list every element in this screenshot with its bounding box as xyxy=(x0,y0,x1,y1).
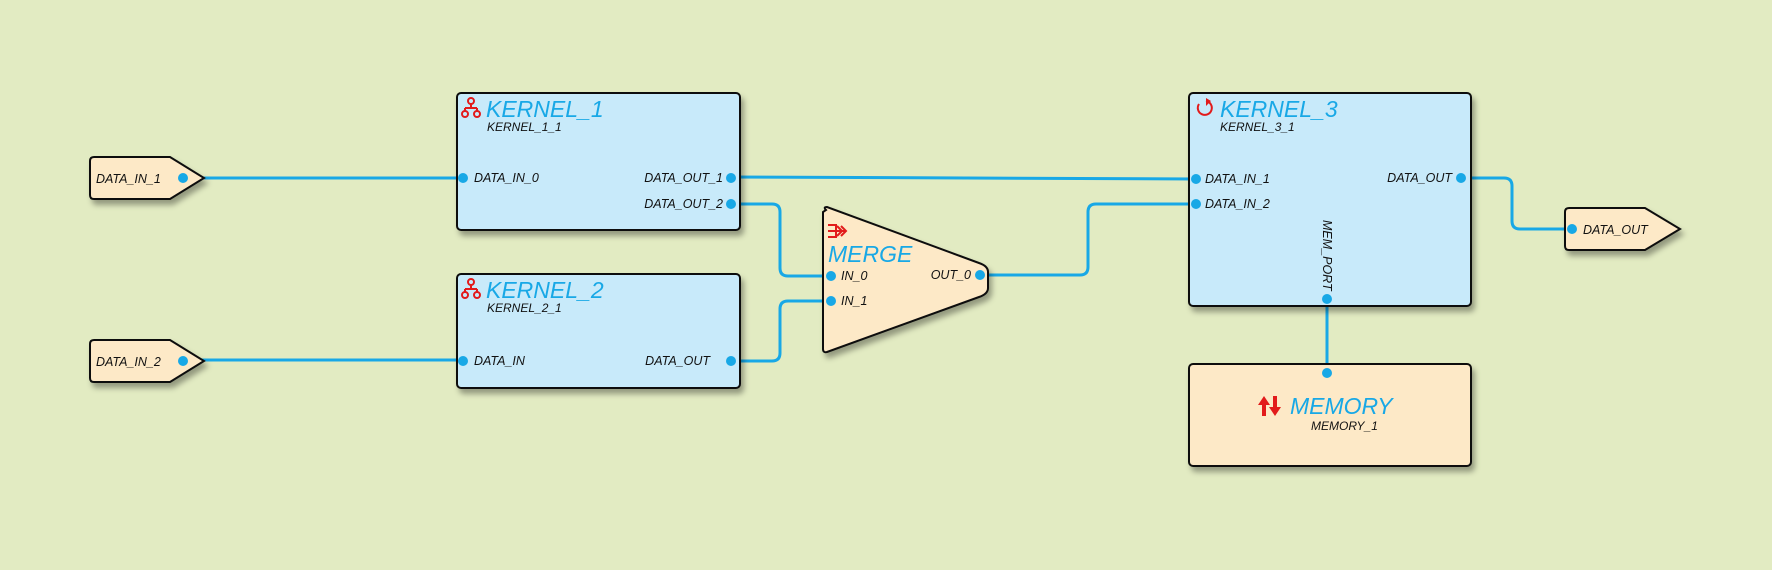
block-title: MEMORY xyxy=(1290,393,1394,419)
port-dot[interactable] xyxy=(178,356,188,366)
wire-kernel1-out2-to-merge-in0[interactable] xyxy=(731,202,831,278)
port-dot-data-in-1[interactable] xyxy=(1191,174,1201,184)
port-label: DATA_IN xyxy=(474,354,526,368)
merge-arrow-icon xyxy=(828,224,848,238)
block-title: KERNEL_3 xyxy=(1220,96,1338,122)
wires xyxy=(183,175,1572,373)
port-label: DATA_IN_2 xyxy=(1205,197,1270,211)
port-dot[interactable] xyxy=(1567,224,1577,234)
output-label: DATA_OUT xyxy=(1583,223,1649,237)
port-label: DATA_OUT_1 xyxy=(644,171,723,185)
input-label: DATA_IN_1 xyxy=(96,172,161,186)
port-label: DATA_OUT xyxy=(1387,171,1453,185)
block-instance: KERNEL_1_1 xyxy=(487,120,562,134)
port-dot[interactable] xyxy=(178,173,188,183)
kernel-2-block[interactable]: KERNEL_2 KERNEL_2_1 DATA_IN DATA_OUT xyxy=(456,273,741,389)
block-instance: KERNEL_3_1 xyxy=(1220,120,1295,134)
input-port-data-in-2[interactable] xyxy=(89,339,206,383)
port-dot-data-in[interactable] xyxy=(458,356,468,366)
port-dot-in-0[interactable] xyxy=(826,271,836,281)
block-title: KERNEL_1 xyxy=(486,96,604,122)
merge-block[interactable]: MERGE IN_0 IN_1 OUT_0 xyxy=(822,205,989,354)
network-fork-icon xyxy=(461,97,481,118)
memory-block[interactable]: MEMORY MEMORY_1 xyxy=(1188,363,1472,467)
output-port-data-out[interactable] xyxy=(1564,207,1682,251)
loop-arrow-icon xyxy=(1196,98,1213,116)
kernel-1-block[interactable]: KERNEL_1 KERNEL_1_1 DATA_IN_0 DATA_OUT_1… xyxy=(456,92,741,231)
block-title: MERGE xyxy=(828,241,913,267)
network-fork-icon xyxy=(461,278,481,299)
wire-kernel1-out1-to-kernel3-in1[interactable] xyxy=(730,175,1197,181)
wire-merge-out0-to-kernel3-in2[interactable] xyxy=(980,202,1196,277)
port-dot-data-in-2[interactable] xyxy=(1191,199,1201,209)
port-label: DATA_IN_1 xyxy=(1205,172,1270,186)
port-dot-in-1[interactable] xyxy=(826,296,836,306)
block-title: KERNEL_2 xyxy=(486,277,604,303)
port-label: DATA_OUT_2 xyxy=(644,197,723,211)
port-dot-mem-port[interactable] xyxy=(1322,294,1332,304)
port-label: OUT_0 xyxy=(931,268,971,282)
port-label: IN_1 xyxy=(841,294,867,308)
port-dot-data-out-1[interactable] xyxy=(726,173,736,183)
port-label: IN_0 xyxy=(841,269,867,283)
kernel-3-block[interactable]: KERNEL_3 KERNEL_3_1 DATA_IN_1 DATA_IN_2 … xyxy=(1188,92,1472,307)
input-port-data-in-1[interactable] xyxy=(89,156,206,200)
block-instance: MEMORY_1 xyxy=(1311,419,1378,433)
port-dot-data-out[interactable] xyxy=(726,356,736,366)
port-dot-out-0[interactable] xyxy=(975,270,985,280)
port-label: MEM_PORT xyxy=(1320,220,1334,292)
wire-kernel3-out-to-data-out[interactable] xyxy=(1461,176,1572,231)
input-label: DATA_IN_2 xyxy=(96,355,161,369)
port-label: DATA_OUT xyxy=(645,354,711,368)
port-dot-data-out[interactable] xyxy=(1456,173,1466,183)
port-dot-memory[interactable] xyxy=(1322,368,1332,378)
block-instance: KERNEL_2_1 xyxy=(487,301,562,315)
port-label: DATA_IN_0 xyxy=(474,171,539,185)
port-dot-data-in-0[interactable] xyxy=(458,173,468,183)
up-down-arrows-icon xyxy=(1258,396,1281,416)
wire-kernel2-out-to-merge-in1[interactable] xyxy=(731,299,831,363)
port-dot-data-out-2[interactable] xyxy=(726,199,736,209)
